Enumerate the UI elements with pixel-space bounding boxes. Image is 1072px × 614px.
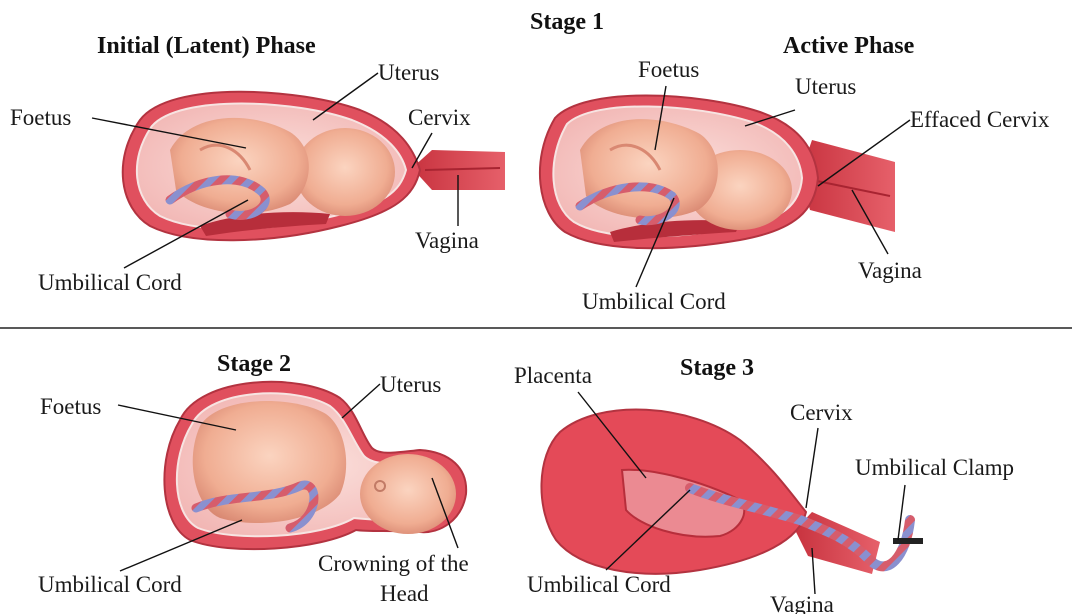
latent-phase-title: Initial (Latent) Phase (97, 33, 316, 59)
latent-label-umbilical-cord: Umbilical Cord (38, 270, 182, 295)
stage3-title: Stage 3 (680, 355, 754, 381)
latent-label-vagina: Vagina (415, 228, 479, 253)
stage2-leader-uterus (342, 384, 380, 418)
active-label-effaced-cervix: Effaced Cervix (910, 107, 1050, 132)
latent-label-foetus: Foetus (10, 105, 71, 130)
stage3-label-umbilical-cord: Umbilical Cord (527, 572, 671, 597)
stage3-label-vagina: Vagina (770, 592, 834, 614)
stage2-label-crowning-line1: Crowning of the (318, 551, 469, 576)
stage3-label-umbilical-clamp: Umbilical Clamp (855, 455, 1014, 480)
latent-label-cervix: Cervix (408, 105, 471, 130)
stage2-foetus-head (360, 454, 456, 534)
stage2-title: Stage 2 (217, 351, 291, 377)
active-foetus-body (580, 119, 718, 218)
stage2-label-crowning-line2: Head (380, 581, 429, 606)
latent-foetus-head (295, 128, 395, 216)
active-label-vagina: Vagina (858, 258, 922, 283)
active-uterus-illustration (540, 96, 895, 249)
stage2-label-umbilical-cord: Umbilical Cord (38, 572, 182, 597)
active-label-foetus: Foetus (638, 57, 699, 82)
stage3-uterus-illustration (541, 409, 923, 574)
stage1-title: Stage 1 (530, 9, 604, 35)
stage2-uterus-illustration (164, 382, 466, 549)
active-label-umbilical-cord: Umbilical Cord (582, 289, 726, 314)
stage3-label-placenta: Placenta (514, 363, 592, 388)
latent-foetus-body (170, 118, 309, 213)
active-label-uterus: Uterus (795, 74, 856, 99)
latent-label-uterus: Uterus (378, 60, 439, 85)
stage2-label-foetus: Foetus (40, 394, 101, 419)
active-phase-title: Active Phase (783, 33, 915, 59)
stage3-label-cervix: Cervix (790, 400, 853, 425)
stage2-label-uterus: Uterus (380, 372, 441, 397)
stage3-leader-cervix (806, 428, 818, 508)
